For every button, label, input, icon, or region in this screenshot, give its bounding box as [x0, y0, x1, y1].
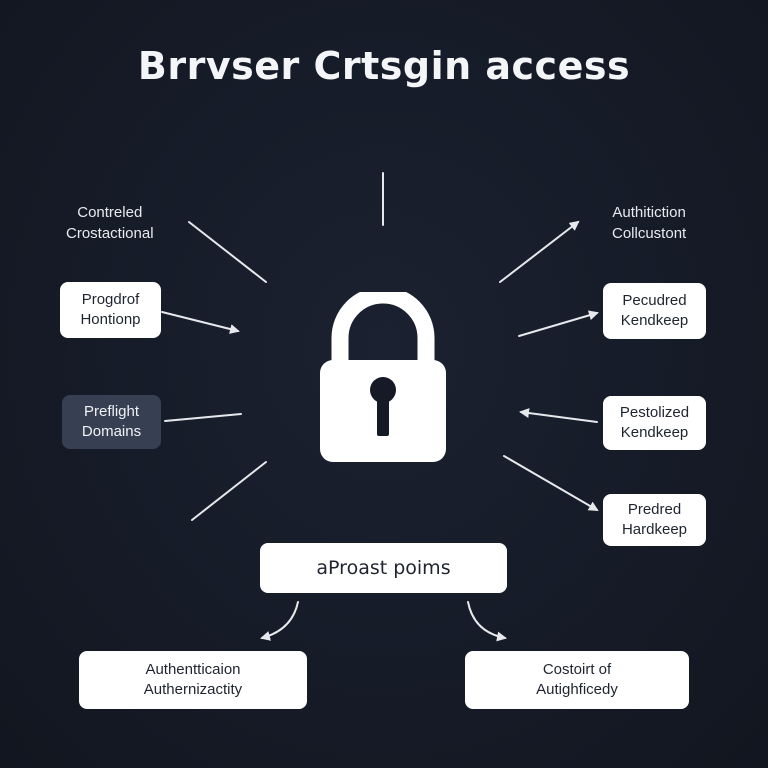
connector-progdrof — [161, 311, 240, 334]
box-predred-line-1: Predred — [627, 501, 682, 518]
box-preflight-line-1: Preflight — [83, 403, 140, 420]
connector-preflight — [164, 413, 242, 422]
label-top-left: Contreled Crostactional — [66, 202, 154, 244]
box-bottom-right-line-2: Autighficedy — [536, 681, 618, 698]
connector-lower-left — [191, 461, 267, 521]
box-center[interactable]: aProast poims — [260, 543, 507, 593]
padlock-icon — [320, 292, 446, 462]
box-progdrof-line-2: Hontionp — [80, 311, 141, 328]
connector-bottom-left — [260, 601, 299, 641]
label-top-right-line-1: Authitiction — [612, 204, 686, 221]
page-title: Brrvser Crtsgin access — [137, 44, 631, 88]
box-predred[interactable]: Predred Hardkeep — [603, 494, 706, 546]
box-pecudred-line-2: Kendkeep — [620, 312, 689, 329]
box-predred-line-2: Hardkeep — [621, 521, 688, 538]
box-pestolized[interactable]: Pestolized Kendkeep — [603, 396, 706, 450]
label-top-left-line-2: Crostactional — [66, 225, 154, 242]
box-preflight-domains[interactable]: Preflight Domains — [62, 395, 161, 449]
box-pecudred[interactable]: Pecudred Kendkeep — [603, 283, 706, 339]
box-bottom-left[interactable]: Authentticaion Authernizactity — [79, 651, 307, 709]
box-center-label: aProast poims — [316, 557, 451, 579]
box-pecudred-line-1: Pecudred — [622, 292, 687, 309]
box-bottom-left-line-2: Authernizactity — [143, 681, 243, 698]
box-bottom-right[interactable]: Costoirt of Autighficedy — [465, 651, 689, 709]
connector-top-left — [188, 221, 267, 283]
label-top-right: Authitiction Collcustont — [612, 202, 686, 244]
box-preflight-line-2: Domains — [81, 423, 142, 440]
connector-pestolized — [519, 408, 598, 423]
label-top-right-line-2: Collcustont — [612, 225, 687, 242]
connector-top-right — [499, 220, 580, 283]
connector-bottom-right — [467, 601, 507, 642]
box-pestolized-line-1: Pestolized — [619, 404, 690, 421]
box-bottom-right-line-1: Costoirt of — [542, 661, 612, 678]
box-pestolized-line-2: Kendkeep — [620, 424, 689, 441]
box-progdrof[interactable]: Progdrof Hontionp — [60, 282, 161, 338]
label-top-left-line-1: Contreled — [77, 204, 143, 221]
box-bottom-left-line-1: Authentticaion — [145, 661, 241, 678]
connector-pecudred — [518, 310, 599, 337]
box-progdrof-line-1: Progdrof — [81, 291, 140, 308]
connector-predred — [503, 455, 599, 512]
